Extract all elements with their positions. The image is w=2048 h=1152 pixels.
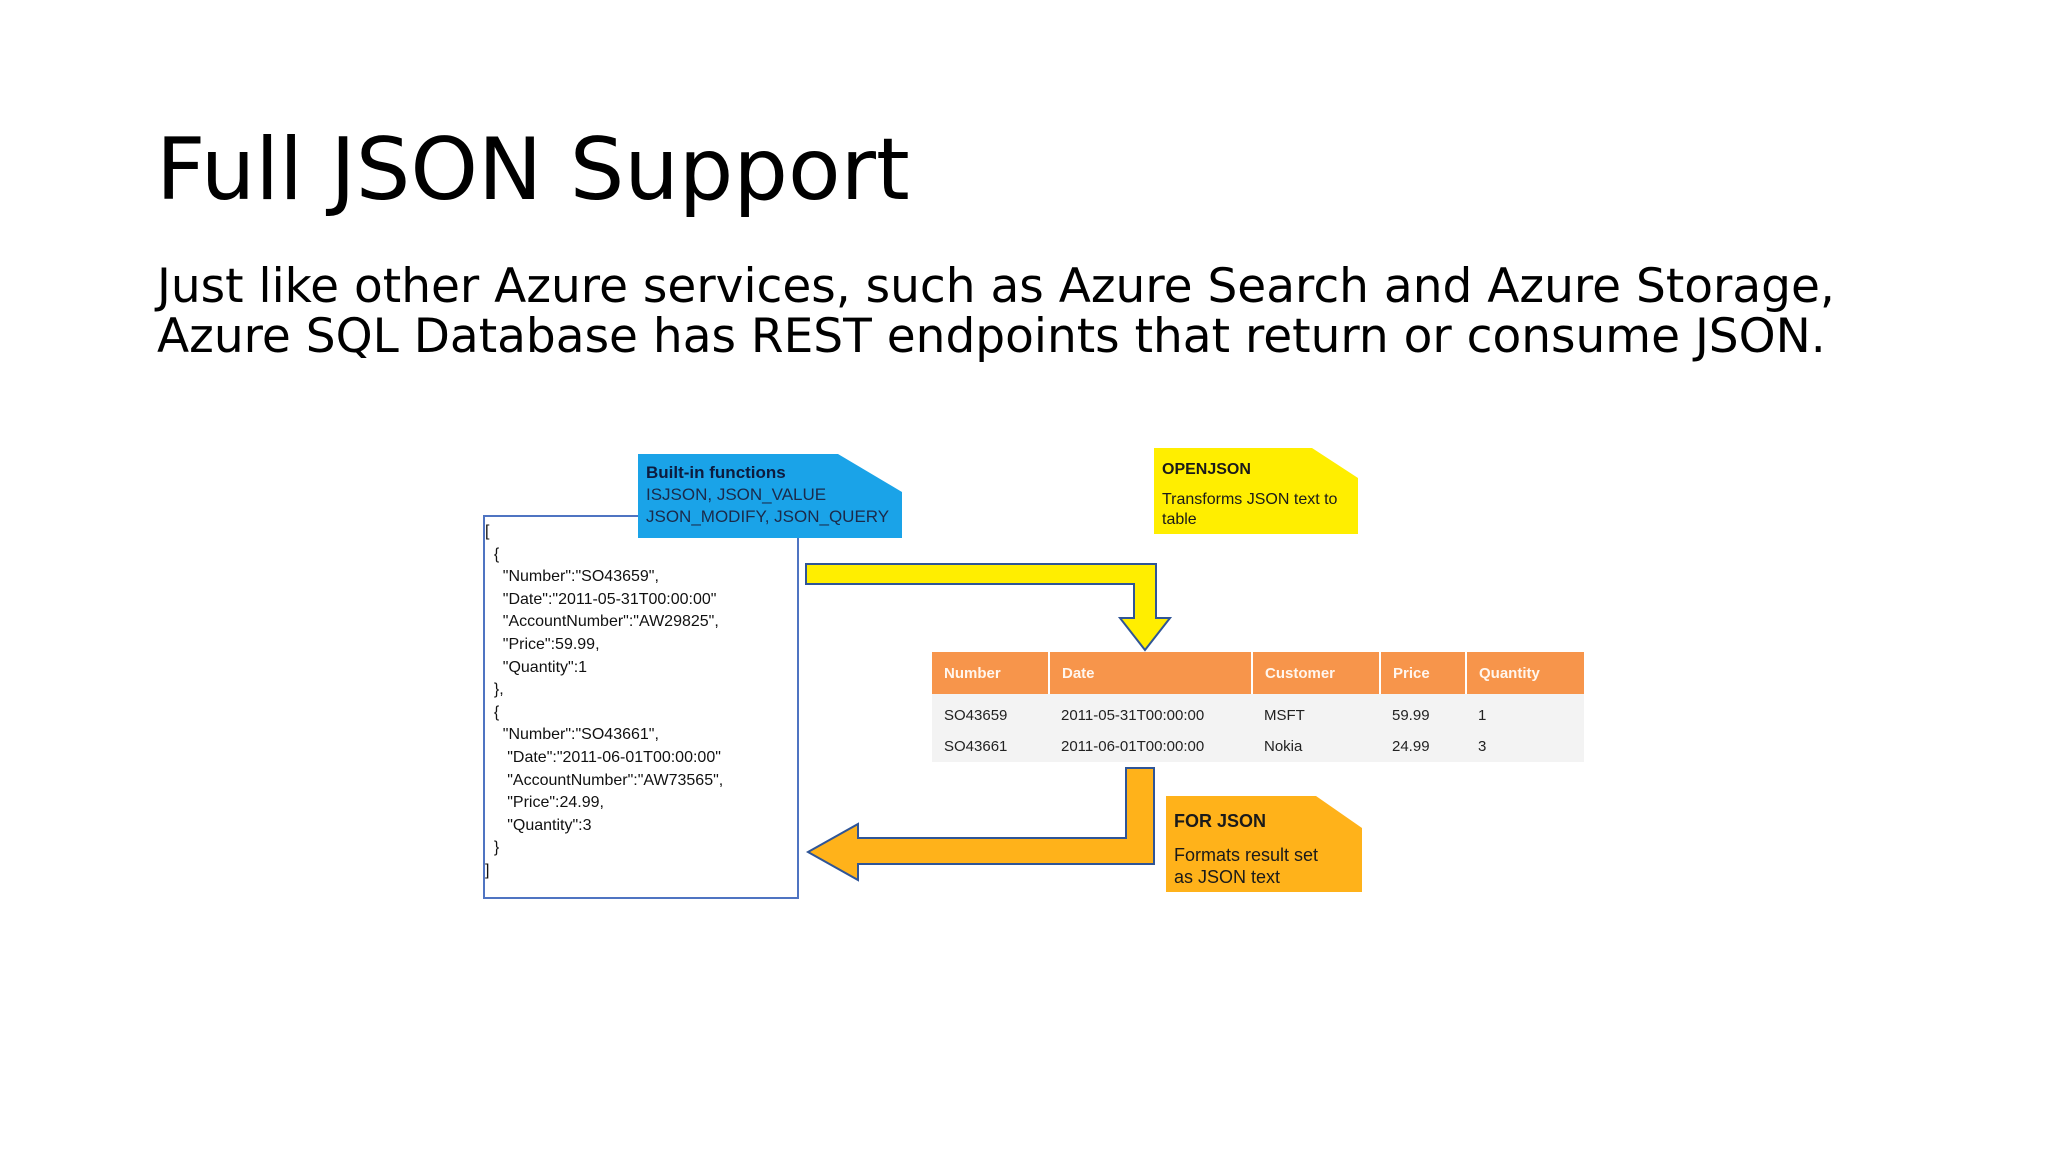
table-cell: 2011-05-31T00:00:00 — [1061, 707, 1205, 724]
table-cell: 3 — [1478, 738, 1487, 755]
json-line: { — [485, 545, 500, 563]
subtitle-line-2: Azure SQL Database has REST endpoints th… — [157, 309, 1826, 364]
table-cell: MSFT — [1264, 707, 1305, 724]
json-line: "Price":59.99, — [485, 635, 600, 653]
column-header-quantity: Quantity — [1466, 652, 1584, 694]
json-line: "Date":"2011-05-31T00:00:00" — [485, 590, 717, 608]
table-cell: SO43659 — [944, 707, 1008, 724]
json-line: "Number":"SO43661", — [485, 726, 659, 744]
forjson-note-title: FOR JSON — [1174, 811, 1267, 831]
note-shape — [1166, 796, 1362, 892]
forjson-note-line-2: as JSON text — [1174, 867, 1281, 887]
forjson-arrow — [805, 767, 1155, 882]
table-cell: 24.99 — [1392, 738, 1430, 755]
table-row: SO43661 2011-06-01T00:00:00 Nokia 24.99 … — [932, 731, 1584, 762]
json-line: "Date":"2011-06-01T00:00:00" — [485, 748, 721, 766]
openjson-note-line-1: Transforms JSON text to — [1162, 491, 1338, 508]
table-row: SO43659 2011-05-31T00:00:00 MSFT 59.99 1 — [932, 694, 1584, 731]
builtin-note-line-1: ISJSON, JSON_VALUE — [646, 485, 827, 504]
json-line: "Price":24.99, — [485, 794, 604, 812]
json-line: "Quantity":3 — [485, 816, 592, 834]
note-shape — [638, 454, 902, 538]
slide-title: Full JSON Support — [156, 120, 910, 220]
column-header-customer: Customer — [1252, 652, 1381, 694]
openjson-note: OPENJSON Transforms JSON text to table — [1154, 448, 1358, 534]
column-header-price: Price — [1380, 652, 1467, 694]
result-table: Number Date Customer Price Quantity SO43… — [932, 652, 1584, 762]
table-cell: Nokia — [1264, 738, 1303, 755]
json-line: "AccountNumber":"AW29825", — [485, 613, 719, 631]
table-cell: 1 — [1478, 707, 1487, 724]
builtin-note-line-2: JSON_MODIFY, JSON_QUERY — [646, 507, 890, 526]
json-line: ] — [485, 861, 490, 879]
json-line: { — [485, 703, 500, 721]
diagram-arrows — [805, 563, 1173, 882]
table-cell: SO43661 — [944, 738, 1008, 755]
builtin-functions-note: Built-in functions ISJSON, JSON_VALUE JS… — [638, 454, 902, 538]
note-shape — [1154, 448, 1358, 534]
json-document-box: [ { "Number":"SO43659", "Date":"2011-05-… — [483, 515, 799, 899]
openjson-note-line-2: table — [1162, 511, 1197, 528]
column-header-date: Date — [1049, 652, 1253, 694]
json-line: "Number":"SO43659", — [485, 568, 659, 586]
json-line: }, — [485, 681, 504, 699]
column-header-number: Number — [932, 652, 1050, 694]
openjson-note-title: OPENJSON — [1162, 461, 1251, 478]
json-line: "Quantity":1 — [485, 658, 588, 676]
json-flow-diagram: [ { "Number":"SO43659", "Date":"2011-05-… — [470, 440, 1600, 910]
forjson-note: FOR JSON Formats result set as JSON text — [1166, 796, 1362, 892]
subtitle-line-1: Just like other Azure services, such as … — [157, 259, 1835, 314]
slide-subtitle: Just like other Azure services, such as … — [157, 262, 1957, 362]
table-cell: 2011-06-01T00:00:00 — [1061, 738, 1205, 755]
json-line: "AccountNumber":"AW73565", — [485, 771, 724, 789]
json-line: [ — [485, 523, 490, 540]
table-header-row: Number Date Customer Price Quantity — [932, 652, 1584, 694]
builtin-note-title: Built-in functions — [646, 463, 786, 482]
forjson-note-line-1: Formats result set — [1174, 845, 1319, 865]
table-cell: 59.99 — [1392, 707, 1430, 724]
json-line: } — [485, 839, 500, 857]
openjson-arrow — [805, 563, 1173, 652]
